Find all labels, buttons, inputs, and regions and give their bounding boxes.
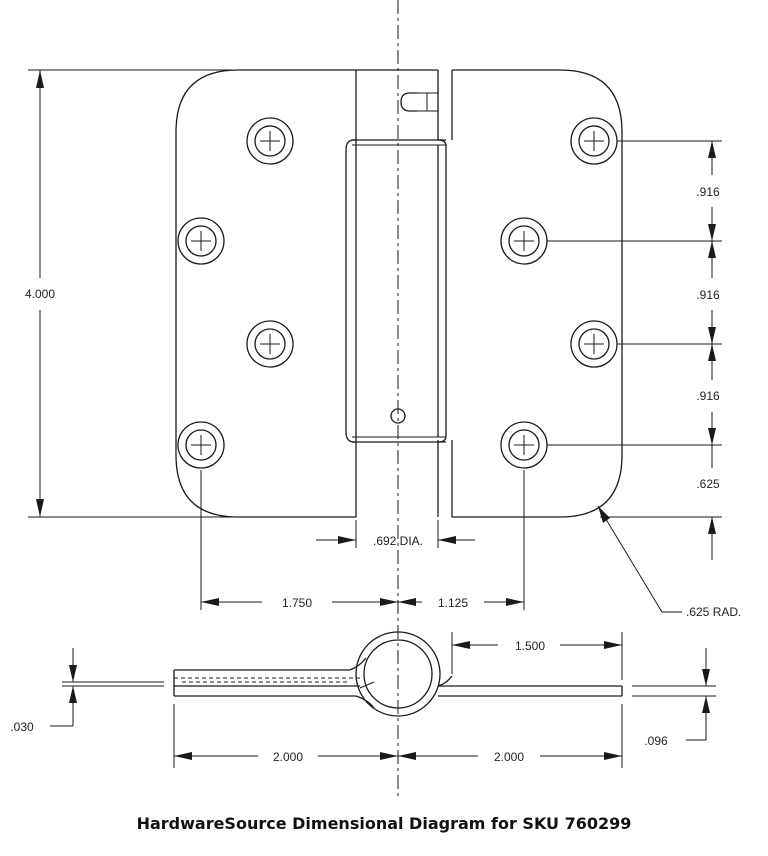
right-leaf-outline: [452, 69, 623, 518]
edge-hole-distance-label: 1.500: [515, 639, 545, 653]
pin-diameter-label: .692 DIA.: [373, 534, 423, 548]
edge-view-dimensions: [50, 632, 716, 768]
screw-hole-icon: [500, 421, 548, 469]
spacing-dimension-label-1: .916: [696, 185, 720, 199]
total-thickness-label: .096: [644, 734, 668, 748]
screw-hole-icon: [177, 421, 225, 469]
screw-hole-icon: [570, 320, 618, 368]
screw-hole-icon: [177, 217, 225, 265]
screw-hole-icon: [570, 117, 618, 165]
left-width-label: 2.000: [273, 750, 303, 764]
hinge-edge-view: [173, 631, 623, 717]
screw-hole-icon: [500, 217, 548, 265]
diagram-caption: HardwareSource Dimensional Diagram for S…: [136, 814, 632, 833]
spacing-dimension-label-3: .916: [696, 389, 720, 403]
left-hole-distance-label: 1.750: [282, 596, 312, 610]
adjustment-slot: [400, 92, 417, 112]
hinge-front-view: [175, 69, 623, 518]
bottom-offset-label: .625: [696, 477, 720, 491]
screw-hole-icon: [246, 117, 294, 165]
screw-hole-icon: [246, 320, 294, 368]
height-dimension-label: 4.000: [25, 287, 55, 301]
spacing-dimension-label-2: .916: [696, 288, 720, 302]
radius-label: .625 RAD.: [686, 605, 741, 619]
knuckle: [345, 69, 453, 517]
left-leaf-outline: [175, 69, 356, 518]
barrel-inner: [363, 639, 433, 709]
right-width-label: 2.000: [494, 750, 524, 764]
barrel-outer: [355, 631, 441, 717]
front-view-dimensions: [28, 69, 722, 613]
leaf-thickness-label: .030: [10, 720, 34, 734]
right-hole-distance-label: 1.125: [438, 596, 468, 610]
